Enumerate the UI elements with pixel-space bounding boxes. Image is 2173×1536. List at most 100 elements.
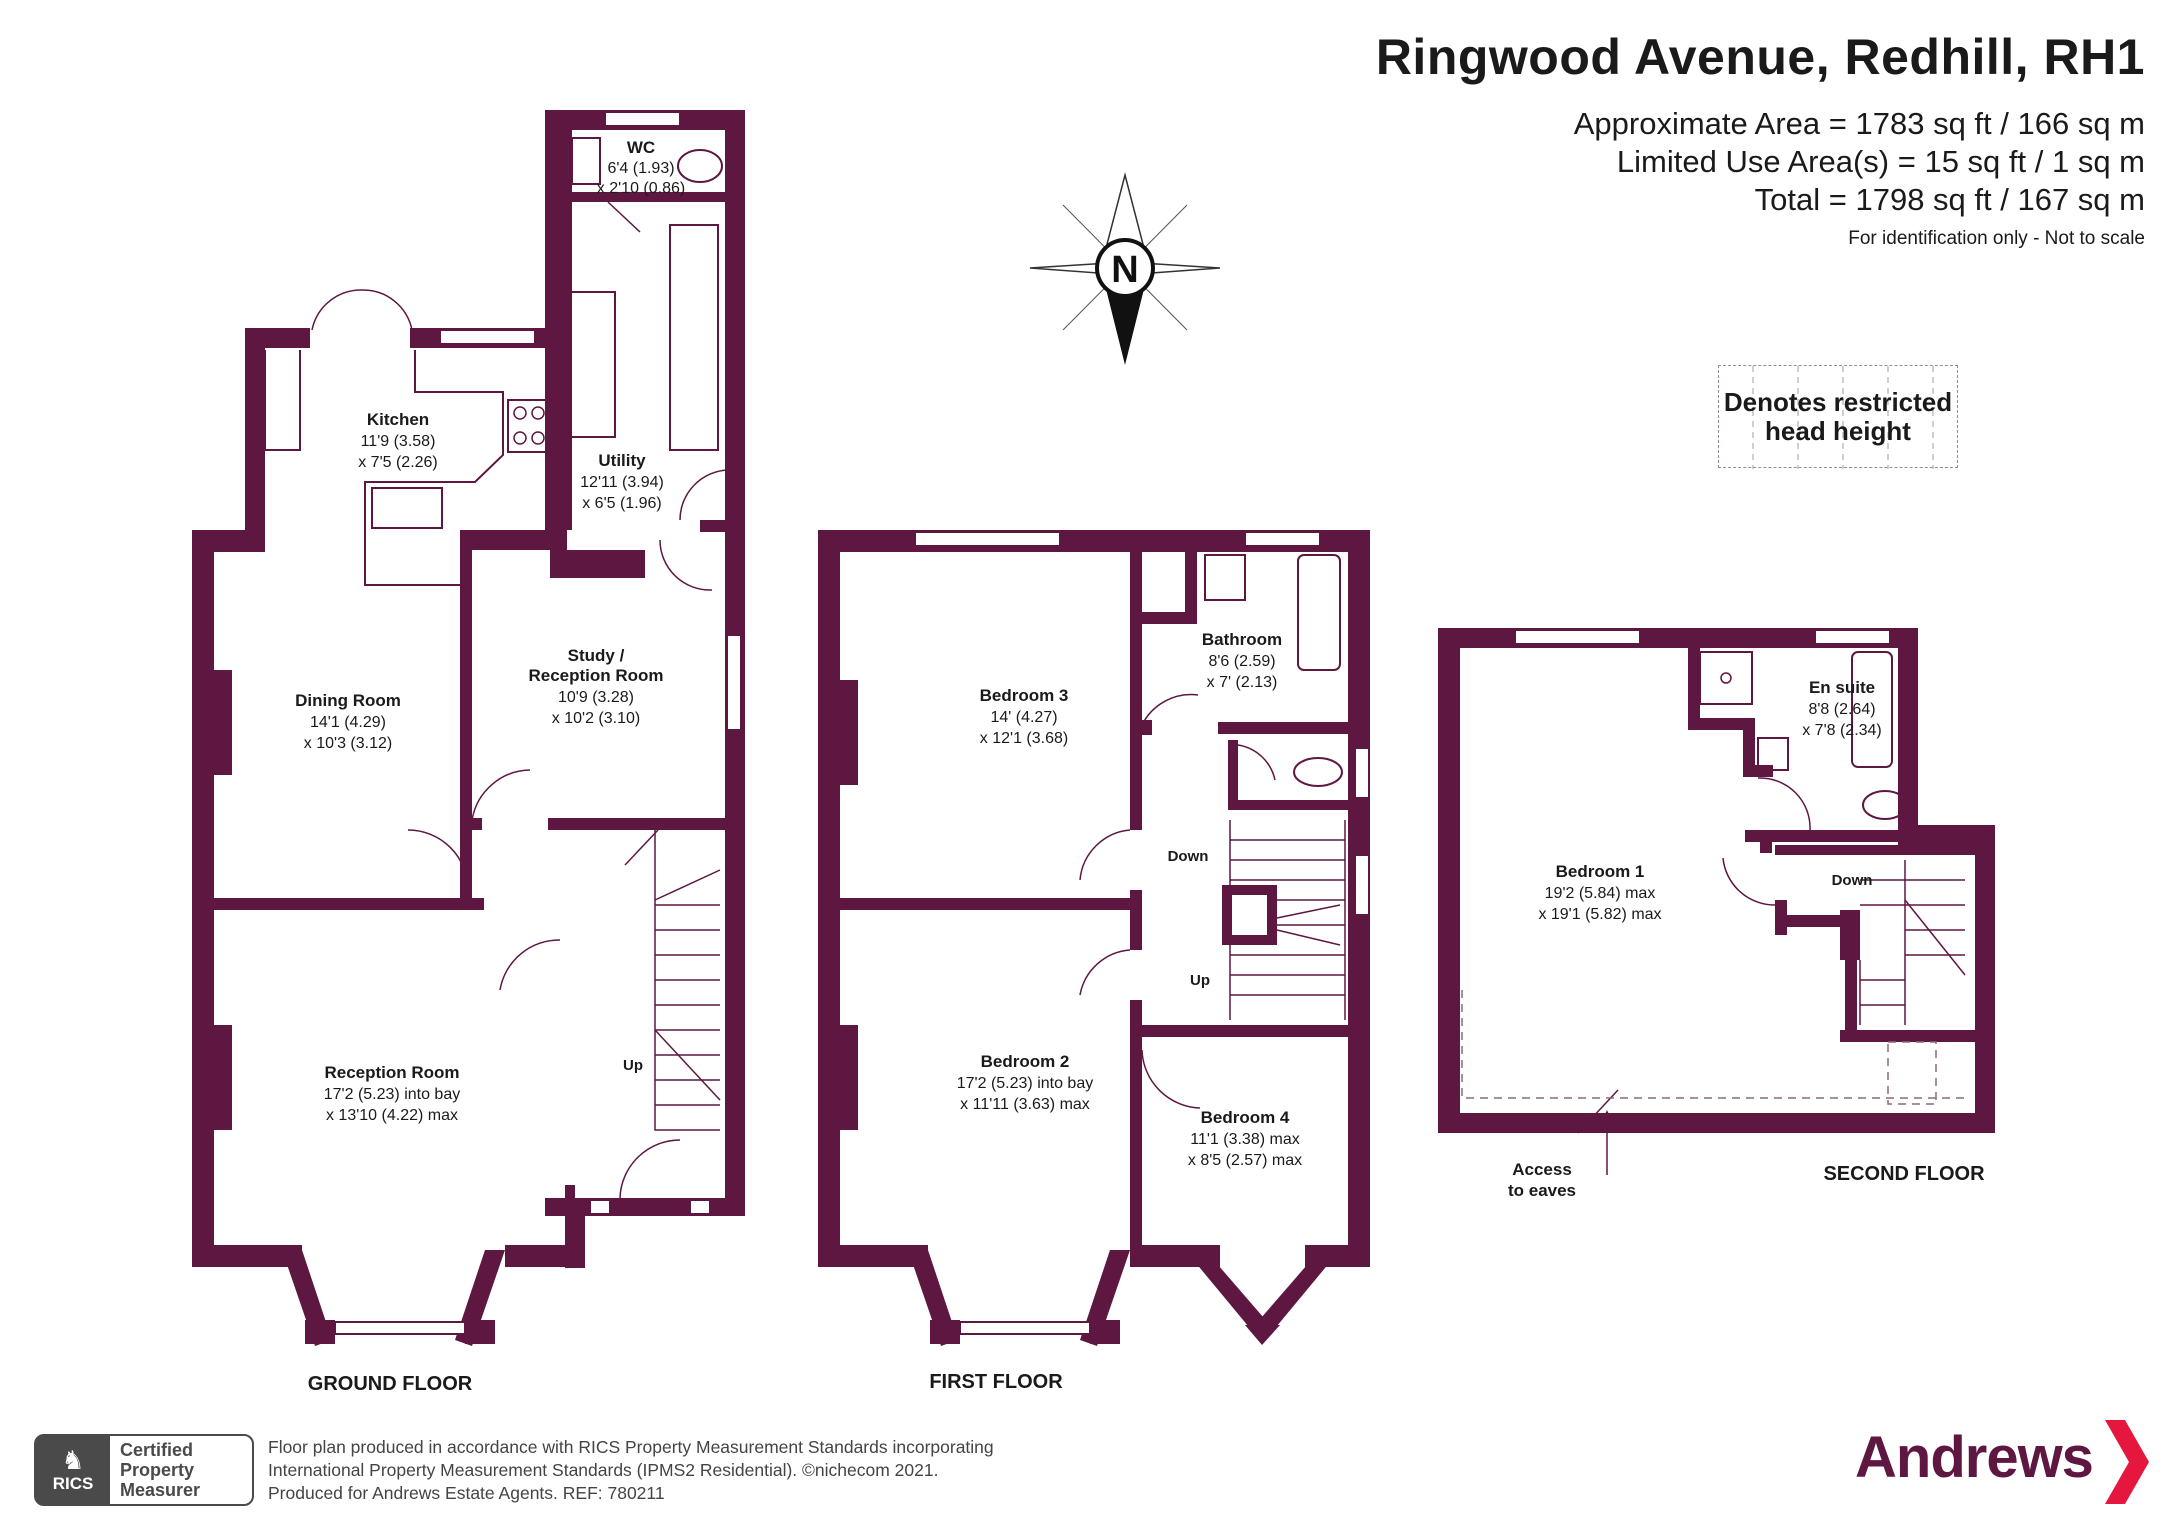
- sink-icon: [371, 487, 443, 529]
- bay-wall: [1090, 1320, 1120, 1344]
- wall: [818, 530, 840, 1265]
- wall: [1760, 838, 1772, 853]
- wall: [1218, 722, 1368, 734]
- room-dim-reception: x 13'10 (4.22) max: [326, 1107, 458, 1124]
- room-name-study: Study /: [568, 646, 625, 665]
- wall: [565, 1185, 575, 1215]
- room-dim-wc: 6'4 (1.93): [607, 160, 674, 177]
- lion-icon: ♞: [61, 1445, 85, 1475]
- wall: [1743, 718, 1755, 773]
- brand-logo: Andrews: [1855, 1425, 2094, 1490]
- door: [1577, 1089, 1619, 1134]
- bay-window: [959, 1321, 1091, 1335]
- approximate-area: Approximate Area = 1783 sq ft / 166 sq m: [1573, 106, 2145, 141]
- basin-icon: [1204, 554, 1246, 601]
- bay-wall: [1195, 1258, 1270, 1338]
- room-name-kitchen: Kitchen: [367, 410, 429, 429]
- bay-wall: [1255, 1258, 1330, 1338]
- stair-up-label: Up: [1190, 972, 1210, 989]
- door: [407, 829, 469, 891]
- bay-wall: [465, 1320, 495, 1344]
- first-floor-plan: Bedroom 3 14' (4.27) x 12'1 (3.68) Bathr…: [818, 530, 1370, 1393]
- bay-wall: [305, 1320, 335, 1344]
- room-dim-bathroom: 8'6 (2.59): [1208, 653, 1275, 670]
- door: [1757, 777, 1811, 831]
- wall: [840, 898, 1140, 910]
- eaves-access-label: to eaves: [1508, 1181, 1576, 1200]
- wall: [460, 530, 545, 550]
- wall: [1130, 1000, 1142, 1245]
- bath-icon: [1851, 651, 1893, 768]
- basin-icon: [1757, 737, 1789, 771]
- window: [1514, 629, 1641, 645]
- stair-up-label: Up: [623, 1057, 643, 1074]
- bay-window: [334, 1321, 466, 1335]
- french-doors: [311, 289, 413, 331]
- wall: [214, 898, 484, 910]
- wall: [1898, 825, 1993, 845]
- room-dim-bedroom4: 11'1 (3.38) max: [1190, 1131, 1299, 1148]
- wall: [1130, 890, 1142, 950]
- wall: [1130, 550, 1142, 830]
- wall: [700, 520, 728, 532]
- room-dim-bedroom1: 19'2 (5.84) max: [1545, 885, 1656, 902]
- wall: [192, 530, 247, 552]
- bay-wall: [930, 1320, 960, 1344]
- property-title: Ringwood Avenue, Redhill, RH1: [1375, 29, 2145, 85]
- wall: [1845, 920, 1857, 1040]
- room-name-bedroom2: Bedroom 2: [981, 1052, 1070, 1071]
- ground-floor-label: GROUND FLOOR: [308, 1373, 473, 1395]
- wall: [1142, 720, 1152, 735]
- room-name-bedroom3: Bedroom 3: [980, 686, 1069, 705]
- room-name-wc: WC: [627, 138, 655, 157]
- wall: [1745, 830, 1898, 842]
- rics-badge: ♞ RICS Certified Property Measurer: [34, 1434, 254, 1506]
- toilet-icon: [1862, 790, 1908, 820]
- footer-line: International Property Measurement Stand…: [268, 1460, 939, 1480]
- door: [499, 939, 561, 991]
- rics-logo: ♞ RICS: [36, 1436, 110, 1504]
- room-dim-utility: 12'11 (3.94): [580, 474, 664, 491]
- window: [1354, 747, 1370, 799]
- room-name-bedroom1: Bedroom 1: [1556, 862, 1645, 881]
- toilet-icon: [1293, 757, 1343, 787]
- window: [1244, 531, 1321, 547]
- room-dim-bedroom2: x 11'11 (3.63) max: [960, 1096, 1090, 1113]
- door: [471, 769, 531, 821]
- wall: [1688, 648, 1700, 728]
- wall: [550, 550, 645, 578]
- stair-down-label: Down: [1832, 872, 1873, 889]
- footer-line: Produced for Andrews Estate Agents. REF:…: [268, 1483, 665, 1503]
- wall: [560, 192, 725, 202]
- legend-line-1: Denotes restricted: [1723, 386, 1953, 417]
- window: [689, 1199, 711, 1215]
- rics-line: Certified: [120, 1440, 194, 1460]
- wall: [192, 1245, 302, 1267]
- window: [589, 1199, 611, 1215]
- room-name-bedroom4: Bedroom 4: [1201, 1108, 1290, 1127]
- room-dim-bedroom3: 14' (4.27): [990, 709, 1057, 726]
- room-dim-bedroom3: x 12'1 (3.68): [980, 730, 1068, 747]
- bath-icon: [1297, 554, 1341, 671]
- window: [914, 531, 1061, 547]
- kitchen-unit: [264, 350, 301, 451]
- shower-icon: [1699, 651, 1753, 705]
- eaves-access-label: Access: [1512, 1160, 1572, 1179]
- window: [1354, 854, 1370, 916]
- ground-staircase: [654, 830, 721, 1131]
- wall: [460, 545, 472, 900]
- door: [1079, 829, 1131, 881]
- window: [726, 634, 742, 731]
- wall: [245, 328, 265, 552]
- window: [604, 111, 681, 127]
- rics-line: Property: [120, 1460, 195, 1480]
- bay-wall: [1245, 1325, 1280, 1345]
- room-name-reception: Reception Room: [324, 1063, 459, 1082]
- first-floor-label: FIRST FLOOR: [929, 1371, 1063, 1393]
- window: [1814, 629, 1891, 645]
- wall: [1228, 800, 1368, 810]
- room-dim-kitchen: x 7'5 (2.26): [358, 454, 438, 471]
- room-dim-dining: 14'1 (4.29): [310, 714, 386, 731]
- wall: [245, 328, 310, 348]
